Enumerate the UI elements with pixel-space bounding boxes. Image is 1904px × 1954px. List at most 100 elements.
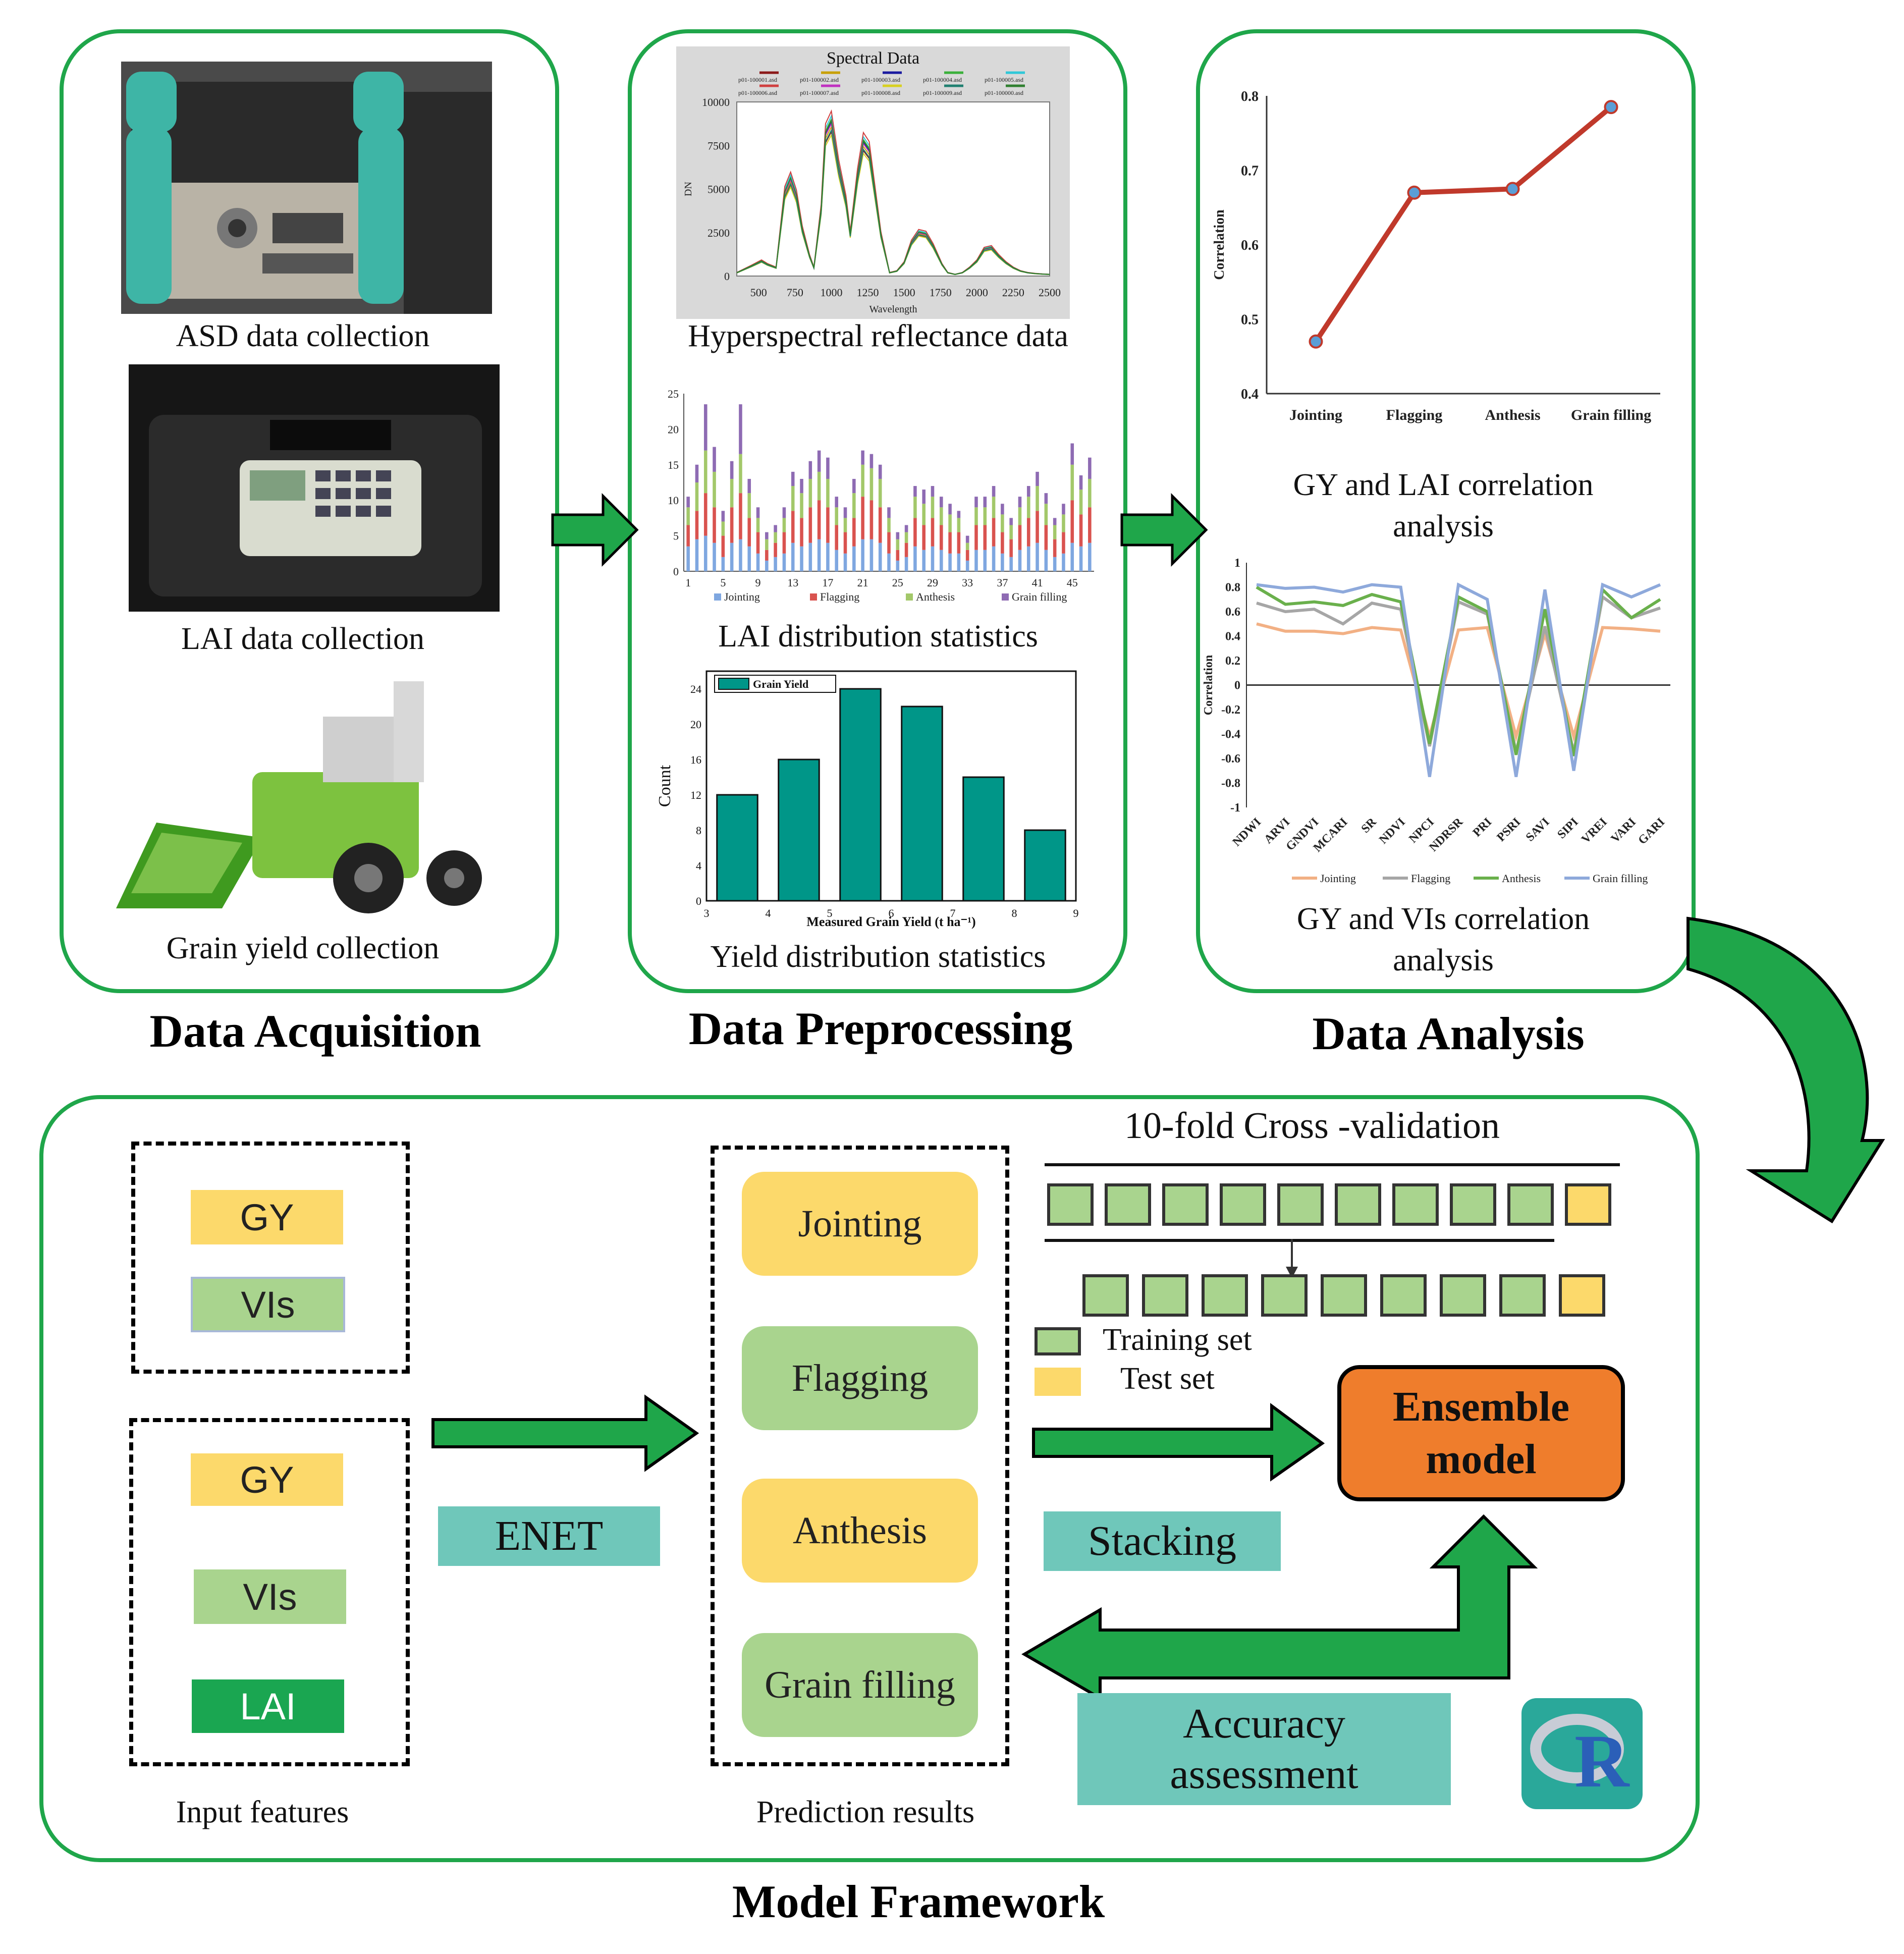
- lai-bar-segment: [896, 539, 900, 550]
- lai-bar-segment: [747, 478, 751, 494]
- lai-bar-segment: [948, 504, 952, 515]
- yield-bar: [901, 705, 943, 902]
- lai-bar-segment: [817, 539, 821, 571]
- vicorr-x-tick: NDWI: [1230, 816, 1264, 849]
- laicorr-y-tick: 0.4: [1241, 387, 1259, 402]
- vicorr-y-tick: 0.6: [1225, 606, 1240, 619]
- lai-bar-segment: [747, 546, 751, 571]
- lai-bar-segment: [1079, 475, 1083, 490]
- yield-y-tick: 8: [696, 824, 701, 837]
- lai-bar-segment: [1070, 464, 1074, 501]
- lai-bar-segment: [861, 539, 864, 571]
- lai-bar-segment: [983, 525, 987, 550]
- lai-bar-segment: [808, 542, 812, 571]
- vicorr-legend-label: Jointing: [1320, 872, 1356, 885]
- arrow-acq-to-prep: [551, 493, 639, 567]
- vicorr-x-tick: PSRI: [1494, 816, 1523, 844]
- lai-bar-segment: [826, 457, 830, 479]
- lai-bar-segment: [826, 478, 830, 508]
- lai-bar-segment: [782, 518, 786, 532]
- lai-bar-segment: [948, 532, 952, 554]
- vicorr-y-tick: 0: [1234, 679, 1240, 692]
- laicorr-x-tick: Flagging: [1386, 407, 1443, 423]
- spectral-legend-label: p01-100003.asd: [861, 76, 900, 83]
- cv-training-fold: [1392, 1183, 1439, 1226]
- lai-bar-segment: [1053, 539, 1057, 557]
- lai-dist-caption: LAI distribution statistics: [718, 619, 1038, 654]
- lai-bar-segment: [774, 542, 777, 557]
- analysis-title: Data Analysis: [1312, 1008, 1585, 1059]
- spectral-y-tick: 10000: [702, 96, 730, 108]
- laicorr-y-label: Correlation: [1212, 209, 1227, 280]
- lai-bar-segment: [1018, 507, 1022, 525]
- spectral-x-tick: 2000: [966, 286, 988, 299]
- yield-y-tick: 4: [696, 859, 701, 872]
- training-legend-swatch: [1035, 1327, 1081, 1355]
- lai-bar-segment: [852, 546, 856, 571]
- lai-bar-segment: [739, 454, 742, 494]
- lai-bar-segment: [800, 518, 803, 547]
- lai-bar-segment: [948, 514, 952, 532]
- laicorr-point: [1604, 100, 1618, 115]
- input-gy-chip-1: GY: [191, 1190, 343, 1244]
- lai-x-tick: 1: [685, 576, 691, 589]
- lai-bar-segment: [1036, 471, 1039, 486]
- cv-training-fold: [1082, 1274, 1129, 1317]
- lai-bar-segment: [940, 507, 943, 525]
- spectral-y-tick: 2500: [708, 227, 730, 239]
- laicorr-x-tick: Jointing: [1289, 407, 1342, 423]
- lai-bar-segment: [931, 497, 935, 518]
- lai-bar-segment: [1079, 490, 1083, 515]
- lai-bar-segment: [791, 486, 795, 511]
- lai-legend-label: Grain filling: [1012, 590, 1067, 603]
- yield-caption: Yield distribution statistics: [710, 940, 1046, 974]
- spectral-y-tick: 5000: [708, 183, 730, 196]
- lai-bar-segment: [913, 486, 917, 497]
- yield-y-tick: 0: [696, 895, 701, 907]
- lai-bar-segment: [686, 525, 690, 547]
- lai-bar-segment: [747, 518, 751, 547]
- lai-bar-segment: [756, 507, 760, 518]
- lai-bar-segment: [931, 546, 935, 571]
- lai-bar-segment: [852, 518, 856, 547]
- lai-bar-segment: [1062, 532, 1065, 554]
- vicorr-y-tick: -0.2: [1221, 703, 1240, 717]
- yield-x-tick: 6: [889, 907, 894, 919]
- lai-bar-segment: [1044, 493, 1048, 504]
- lai-bar-segment: [1036, 542, 1039, 571]
- cv-training-fold: [1499, 1274, 1546, 1317]
- arrow-prep-to-analysis: [1120, 493, 1208, 567]
- lai-bar-segment: [721, 511, 725, 522]
- lai-bar-segment: [774, 557, 777, 571]
- spectral-legend-label: p01-100006.asd: [738, 89, 777, 96]
- lai-bar-segment: [904, 525, 908, 532]
- lai-bar-segment: [965, 535, 969, 543]
- ensemble-label-line2: model: [1426, 1436, 1537, 1483]
- vicorr-y-tick: -1: [1230, 801, 1240, 815]
- lai-y-tick: 0: [673, 565, 679, 578]
- yield-x-tick: 8: [1012, 907, 1017, 919]
- stage-anthesis: Anthesis: [742, 1479, 978, 1583]
- lai-bar-segment: [983, 550, 987, 571]
- input-vis-chip-2: VIs: [194, 1569, 346, 1624]
- lai-bar-segment: [878, 542, 882, 571]
- lai-bar-segment: [1088, 457, 1092, 479]
- lai-bar-segment: [765, 550, 769, 561]
- lai-bar-segment: [765, 532, 769, 539]
- lai-bar-segment: [826, 542, 830, 571]
- enet-label: ENET: [438, 1506, 660, 1566]
- yield-y-tick: 12: [690, 789, 701, 801]
- vicorr-x-tick: SR: [1359, 815, 1380, 836]
- lai-bar-segment: [940, 550, 943, 571]
- cv-top-rule: [1045, 1163, 1620, 1166]
- lai-bar-segment: [782, 507, 786, 518]
- lai-bar-segment: [695, 464, 699, 482]
- cv-down-arrow: [1286, 1239, 1298, 1278]
- lai-x-tick: 21: [857, 576, 868, 589]
- lai-legend-swatch: [810, 593, 817, 601]
- lai-bar-segment: [965, 560, 969, 571]
- preprocessing-title: Data Preprocessing: [688, 1003, 1073, 1054]
- lai-bar-segment: [703, 450, 708, 494]
